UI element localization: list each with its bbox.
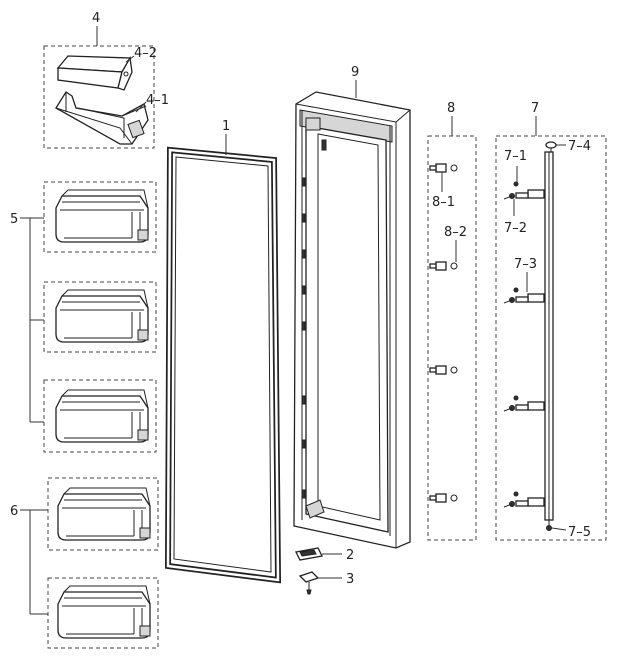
hinge-block-row-3 <box>503 395 545 412</box>
label-7-5: 7–5 <box>568 525 591 540</box>
bin-box-6b <box>47 577 159 649</box>
door-liner-9 <box>293 91 411 549</box>
hinge-block-row-2 <box>503 287 545 304</box>
label-4-2: 4–2 <box>134 46 157 61</box>
door-hinge-pin-8-3 <box>429 365 458 375</box>
label-4-1: 4–1 <box>146 93 169 108</box>
door-guard-4-1 <box>55 91 149 145</box>
hinge-block-row-4 <box>503 491 545 508</box>
bin-box-5a <box>43 181 157 253</box>
cap-7-5 <box>546 520 552 531</box>
label-8-1: 8–1 <box>432 195 455 210</box>
label-7-1: 7–1 <box>504 149 527 164</box>
label-7-2: 7–2 <box>504 221 527 236</box>
group-4-box <box>43 45 155 149</box>
door-bin-6a <box>57 487 151 541</box>
bin-box-5b <box>43 281 157 353</box>
label-1: 1 <box>222 119 230 134</box>
door-bin-6b <box>57 585 151 639</box>
label-8: 8 <box>447 101 455 116</box>
door-hinge-pin-8-2 <box>429 261 458 271</box>
label-7: 7 <box>531 101 539 116</box>
door-stop-pin-3 <box>298 571 320 595</box>
label-9: 9 <box>351 65 359 80</box>
door-gasket-1 <box>164 146 282 584</box>
door-hinge-pin-8-4 <box>429 493 458 503</box>
label-7-4: 7–4 <box>568 139 591 154</box>
leader-4-2 <box>125 55 135 63</box>
door-bin-5a <box>55 189 149 243</box>
leader-4-1 <box>135 101 147 113</box>
label-6: 6 <box>10 504 18 519</box>
hinge-rod-7 <box>544 151 554 521</box>
door-hinge-pin-8-1a <box>429 163 458 173</box>
bracket-5 <box>20 217 44 423</box>
label-8-2: 8–2 <box>444 225 467 240</box>
label-2: 2 <box>346 548 354 563</box>
bracket-6 <box>20 509 48 615</box>
cap-7-4 <box>545 141 557 152</box>
door-stopper-2 <box>295 547 323 561</box>
leader-7-5 <box>551 527 567 531</box>
label-4: 4 <box>92 11 100 26</box>
hinge-block-row-1 <box>503 181 545 200</box>
label-3: 3 <box>346 572 354 587</box>
label-7-3: 7–3 <box>514 257 537 272</box>
bin-box-5c <box>43 379 157 453</box>
door-guard-cover-4-2 <box>56 55 133 91</box>
group-7-box <box>495 135 607 541</box>
door-bin-5b <box>55 289 149 343</box>
door-bin-5c <box>55 389 149 443</box>
label-5: 5 <box>10 212 18 227</box>
